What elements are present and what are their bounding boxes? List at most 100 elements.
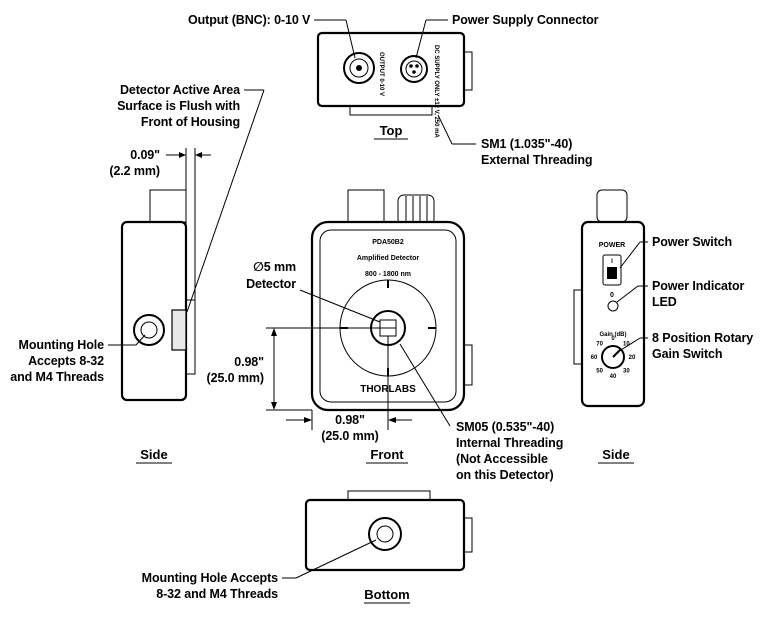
left-side-mounting-hole-inner <box>140 321 158 339</box>
right-side-power-stub <box>596 189 628 223</box>
label-dim-098-horiz-2: (25.0 mm) <box>321 429 378 443</box>
leader-line <box>299 289 381 323</box>
label-rotary-gain-1: 8 Position Rotary <box>652 331 753 345</box>
leader-line <box>135 334 146 346</box>
label-dim-098-horiz-1: 0.98" <box>335 413 365 427</box>
gain-tick-label: 20 <box>629 355 636 361</box>
power-switch-toggle[interactable] <box>607 267 617 279</box>
gain-tick-label: 10 <box>623 342 630 348</box>
top-view-housing <box>316 31 466 108</box>
bnc-connector-inner <box>349 58 369 78</box>
leader-line <box>345 19 356 59</box>
switch-on-label: I <box>611 259 613 265</box>
label-rotary-gain-2: Gain Switch <box>652 347 722 361</box>
gain-tick-label: 60 <box>591 355 598 361</box>
label-detector-1: ∅5 mm <box>253 260 296 274</box>
top-power-text: DC SUPPLY ONLY ±12 V, 250 mA <box>433 45 439 138</box>
label-mounting-hole-side-3: and M4 Threads <box>10 370 104 384</box>
power-switch[interactable] <box>602 254 622 286</box>
gain-knob[interactable] <box>601 345 625 369</box>
label-detector-active-area-2: Surface is Flush with <box>117 99 240 113</box>
bnc-connector-pin <box>356 65 362 71</box>
power-connector-pin <box>415 64 419 68</box>
gain-tick-label: 70 <box>596 342 603 348</box>
bottom-mounting-hole-inner <box>376 525 394 543</box>
device-name: Amplified Detector <box>357 255 420 262</box>
dimension-arrowhead <box>271 402 277 410</box>
device-range: 800 - 1800 nm <box>365 271 411 278</box>
power-connector-pin <box>409 64 413 68</box>
leader-line <box>619 241 641 269</box>
callout-labels: Output (BNC): 0-10 V Power Supply Connec… <box>10 13 753 601</box>
label-output-bnc: Output (BNC): 0-10 V <box>188 13 311 27</box>
leader-line <box>437 114 453 145</box>
power-connector-outer <box>400 55 428 83</box>
power-connector-inner <box>405 60 423 78</box>
bottom-view <box>304 490 473 572</box>
bottom-sm1-thread <box>347 490 431 501</box>
bottom-mounting-hole-outer <box>368 517 402 551</box>
leader-line <box>415 19 427 59</box>
view-name-front: Front <box>370 447 404 462</box>
right-side-sm1-thread <box>573 289 583 365</box>
power-led <box>607 300 619 312</box>
bottom-side-ridge <box>463 517 473 553</box>
label-dim-098-vert-2: (25.0 mm) <box>207 371 264 385</box>
top-view-sm1-thread <box>349 105 433 116</box>
leader-line <box>186 89 265 313</box>
label-power-indicator-1: Power Indicator <box>652 279 745 293</box>
label-dim-009-2: (2.2 mm) <box>109 164 160 178</box>
leader-line <box>620 337 641 351</box>
power-label: POWER <box>599 242 625 249</box>
dimension-arrowhead <box>304 417 312 423</box>
top-output-text: OUTPUT 0-10 V <box>378 52 384 96</box>
dimension-arrowhead <box>388 417 396 423</box>
label-mounting-hole-side-1: Mounting Hole <box>19 338 105 352</box>
power-connector-pin <box>412 70 416 74</box>
label-sm1-2: External Threading <box>481 153 592 167</box>
label-detector-active-area-3: Front of Housing <box>141 115 240 129</box>
label-detector-2: Detector <box>246 277 296 291</box>
left-side-detector-lens <box>171 309 187 351</box>
leader-line <box>399 343 451 427</box>
label-dim-098-vert-1: 0.98" <box>234 355 264 369</box>
switch-off-label: 0 <box>610 292 614 299</box>
gain-label: Gain (dB) <box>600 332 627 338</box>
leader-line <box>616 285 639 303</box>
gain-knob-pointer <box>612 348 622 358</box>
label-sm1-1: SM1 (1.035"-40) <box>481 137 572 151</box>
bottom-housing <box>304 498 466 572</box>
view-name-top: Top <box>380 123 403 138</box>
left-side-bnc-stub <box>149 189 187 223</box>
dimension-arrowhead <box>195 152 202 158</box>
front-bnc-stub <box>347 189 385 223</box>
label-sm05-1: SM05 (0.535"-40) <box>456 420 554 434</box>
front-power-connector-stub <box>397 194 435 226</box>
label-dim-009-1: 0.09" <box>130 148 160 162</box>
dimension-arrowhead <box>271 328 277 336</box>
label-mounting-hole-bottom-1: Mounting Hole Accepts <box>142 571 278 585</box>
dimension-arrowhead <box>179 152 186 158</box>
bnc-connector-outer <box>343 52 375 84</box>
device-model: PDA50B2 <box>372 239 404 246</box>
view-name-bottom: Bottom <box>364 587 410 602</box>
leader-line <box>295 539 377 579</box>
front-side-ridge <box>463 344 473 386</box>
label-sm05-2: Internal Threading <box>456 436 563 450</box>
label-power-indicator-2: LED <box>652 295 677 309</box>
leaders <box>108 19 648 579</box>
label-mounting-hole-bottom-2: 8-32 and M4 Threads <box>156 587 278 601</box>
label-sm05-3: (Not Accessible <box>456 452 548 466</box>
gain-tick-label: 40 <box>610 374 617 380</box>
gain-tick-label: 0 <box>611 336 615 342</box>
view-name-side-left: Side <box>140 447 167 462</box>
label-detector-active-area-1: Detector Active Area <box>120 83 241 97</box>
label-power-switch: Power Switch <box>652 235 732 249</box>
gain-tick-label: 30 <box>623 368 630 374</box>
label-mounting-hole-side-2: Accepts 8-32 <box>28 354 104 368</box>
top-view: OUTPUT 0-10 V DC SUPPLY ONLY ±12 V, 250 … <box>316 31 473 138</box>
